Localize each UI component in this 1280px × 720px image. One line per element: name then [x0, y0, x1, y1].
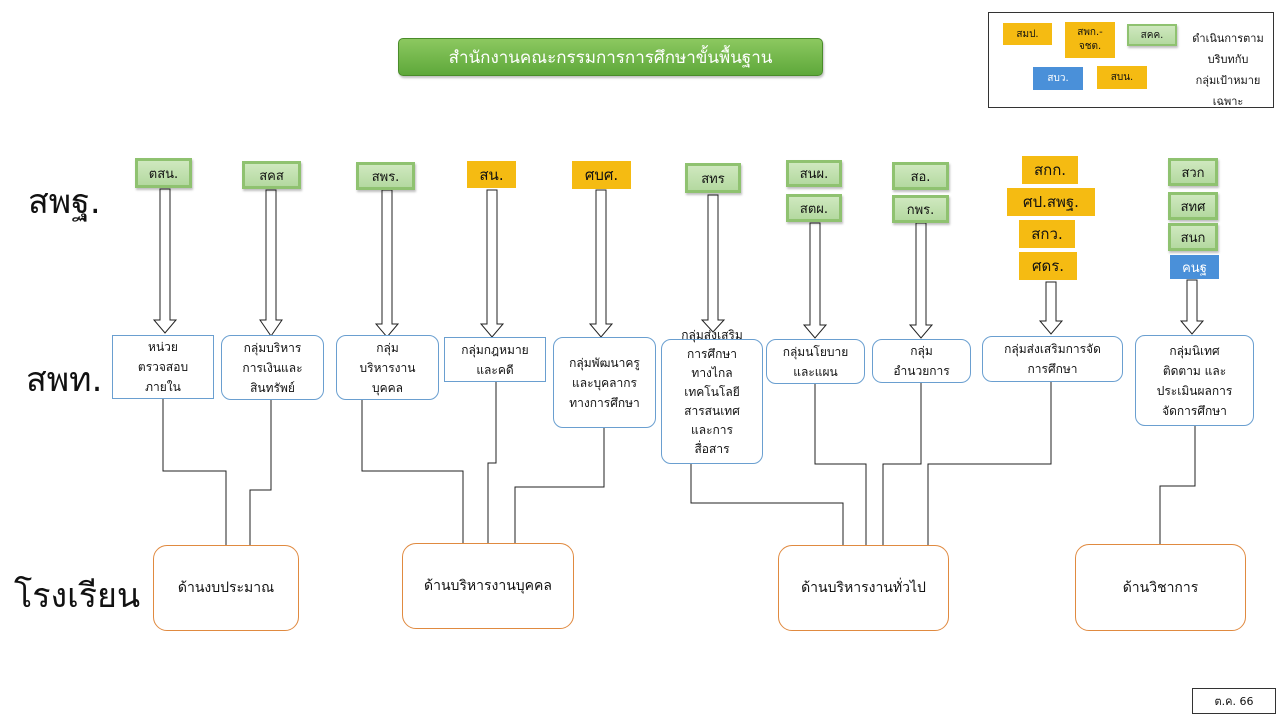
office-tag: ศดร. — [1019, 252, 1077, 280]
group-line: และบุคลากร — [572, 375, 637, 390]
group-line: กลุ่มส่งเสริมการจัด — [1004, 342, 1101, 356]
group-line: และคดี — [476, 362, 514, 377]
group-line: บุคคล — [371, 380, 404, 395]
group-line: กลุ่มนิเทศ — [1169, 343, 1220, 358]
group-line: กลุ่มนโยบาย — [782, 344, 849, 359]
group-line: การศึกษา — [687, 347, 737, 361]
office-tag: สอ. — [892, 162, 949, 190]
office-tag: กพร. — [892, 195, 949, 223]
esa-group-box: กลุ่ม อำนวยการ — [872, 339, 971, 383]
esa-group-box: กลุ่มส่งเสริม การศึกษา ทางไกล เทคโนโลยี … — [661, 328, 763, 464]
office-tag: คนฐ — [1170, 255, 1219, 279]
group-line: ทางไกล — [691, 366, 733, 380]
legend-text-line: กลุ่มเป้าหมาย — [1195, 74, 1261, 87]
office-tag: ตสน. — [135, 158, 192, 188]
esa-group-box: กลุ่มบริหาร การเงินและ สินทรัพย์ — [221, 335, 324, 400]
esa-group-box: กลุ่มนิเทศ ติดตาม และ ประเมินผลการ จัดกา… — [1135, 335, 1254, 426]
legend-tag: สบว. — [1033, 67, 1083, 90]
office-tag: สพร. — [356, 162, 415, 190]
esa-group-box: กลุ่มนโยบาย และแผน — [766, 339, 865, 384]
office-tag: สน. — [467, 161, 516, 188]
office-tag: สกว. — [1019, 220, 1075, 248]
group-line: เทคโนโลยี — [684, 385, 740, 399]
legend-tag: สมป. — [1003, 23, 1052, 45]
office-tag: สวก — [1168, 158, 1218, 186]
group-line: การศึกษา — [1027, 362, 1078, 376]
group-line: กลุ่ม — [376, 340, 399, 355]
group-line: อำนวยการ — [893, 364, 950, 378]
office-tag: สกก. — [1022, 156, 1078, 184]
esa-group-box: กลุ่ม บริหารงาน บุคคล — [336, 335, 439, 400]
group-line: ภายใน — [145, 380, 181, 394]
legend-description: ดำเนินการตาม บริบทกับ กลุ่มเป้าหมาย เฉพา… — [1188, 28, 1268, 112]
group-line: กลุ่มบริหาร — [243, 340, 302, 355]
esa-group-box: หน่วย ตรวจสอบ ภายใน — [112, 335, 214, 399]
level-label-school: โรงเรียน — [14, 576, 141, 616]
office-tag: สตผ. — [786, 194, 842, 222]
group-line: หน่วย — [148, 340, 178, 354]
legend-tag: สคค. — [1127, 24, 1177, 46]
legend-text-line: บริบทกับ — [1207, 53, 1249, 66]
office-tag: สคส — [242, 161, 301, 189]
esa-group-box: กลุ่มกฎหมาย และคดี — [444, 337, 546, 382]
group-line: ติดตาม และ — [1162, 363, 1227, 378]
group-line: การเงินและ — [242, 360, 303, 375]
school-area-budget: ด้านงบประมาณ — [153, 545, 299, 631]
group-line: ตรวจสอบ — [137, 360, 189, 374]
legend-tag: สพก.-จชต. — [1065, 22, 1115, 58]
page-title: สำนักงานคณะกรรมการการศึกษาขั้นพื้นฐาน — [398, 38, 823, 76]
esa-group-box: กลุ่มส่งเสริมการจัด การศึกษา — [982, 336, 1123, 382]
group-line: สารสนเทศ — [684, 404, 740, 418]
school-area-academic: ด้านวิชาการ — [1075, 544, 1246, 631]
office-tag: สนผ. — [786, 160, 842, 187]
group-line: สื่อสาร — [694, 442, 730, 456]
legend-text-line: เฉพาะ — [1212, 95, 1244, 108]
group-line: ทางการศึกษา — [569, 395, 640, 410]
group-line: กลุ่มส่งเสริม — [681, 328, 743, 342]
legend-text-line: ดำเนินการตาม — [1192, 32, 1264, 45]
group-line: จัดการศึกษา — [1162, 403, 1227, 418]
date-note: ต.ค. 66 — [1192, 688, 1276, 714]
group-line: กลุ่มพัฒนาครู — [569, 355, 640, 370]
group-line: และการ — [691, 423, 733, 437]
level-label-esa: สพท. — [26, 360, 103, 400]
group-line: กลุ่มกฎหมาย — [461, 342, 529, 357]
legend-tag: สบน. — [1097, 66, 1147, 89]
level-label-obec: สพฐ. — [28, 182, 101, 222]
group-line: บริหารงาน — [359, 360, 416, 375]
office-tag: ศป.สพฐ. — [1007, 188, 1095, 216]
esa-group-box: กลุ่มพัฒนาครู และบุคลากร ทางการศึกษา — [553, 337, 656, 428]
office-tag: สทร — [685, 163, 741, 193]
group-line: สินทรัพย์ — [250, 380, 295, 395]
school-area-general: ด้านบริหารงานทั่วไป — [778, 545, 949, 631]
group-line: กลุ่ม — [910, 344, 933, 358]
group-line: ประเมินผลการ — [1156, 383, 1233, 398]
office-tag: ศบศ. — [572, 161, 631, 189]
school-area-personnel: ด้านบริหารงานบุคคล — [402, 543, 574, 629]
group-line: และแผน — [793, 364, 838, 379]
office-tag: สนก — [1168, 223, 1218, 251]
office-tag: สทศ — [1168, 192, 1218, 220]
